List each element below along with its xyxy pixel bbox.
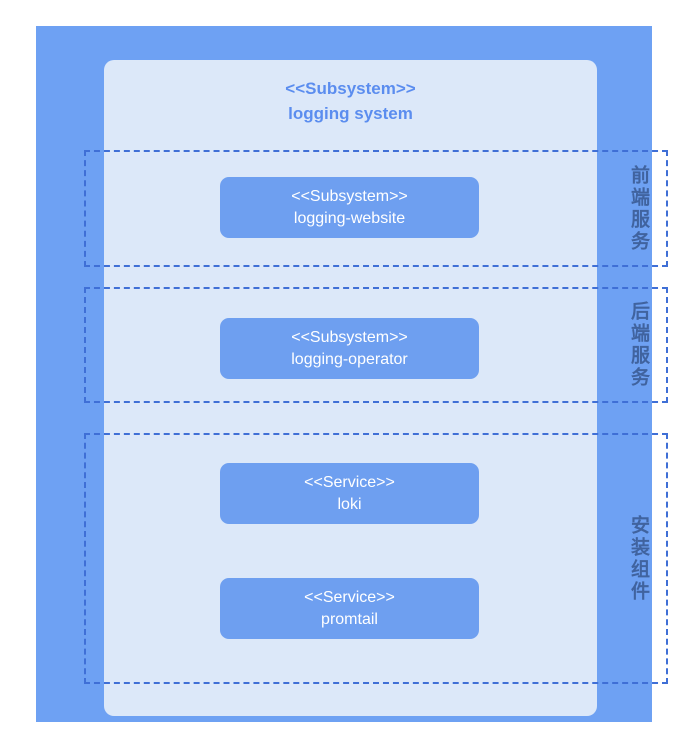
lane-components-label: 安装组件 <box>628 514 649 603</box>
node-logging-operator[interactable]: <<Subsystem>> logging-operator <box>220 318 479 379</box>
lane-components: 安装组件 <box>84 433 668 684</box>
system-title-stereotype: <<Subsystem>> <box>285 79 416 98</box>
node-loki[interactable]: <<Service>> loki <box>220 463 479 524</box>
lane-backend: 后端服务 <box>84 287 668 403</box>
node-promtail[interactable]: <<Service>> promtail <box>220 578 479 639</box>
node-logging-operator-name: logging-operator <box>291 350 408 368</box>
lane-frontend: 前端服务 <box>84 150 668 267</box>
subsystem-outer-container: <<Subsystem>> logging system 前端服务 后端服务 安… <box>36 26 668 722</box>
node-promtail-name: promtail <box>321 610 378 628</box>
node-logging-website-stereotype: <<Subsystem>> <box>291 187 408 205</box>
node-loki-name: loki <box>337 495 362 513</box>
node-logging-operator-stereotype: <<Subsystem>> <box>291 328 408 346</box>
node-logging-website[interactable]: <<Subsystem>> logging-website <box>220 177 479 238</box>
system-title-name: logging system <box>288 104 413 123</box>
lane-backend-label: 后端服务 <box>628 301 649 389</box>
node-logging-website-name: logging-website <box>293 209 406 227</box>
node-loki-stereotype: <<Service>> <box>304 473 395 491</box>
node-promtail-stereotype: <<Service>> <box>304 588 395 606</box>
system-title: <<Subsystem>> logging system <box>104 76 597 126</box>
lane-frontend-label: 前端服务 <box>628 164 649 253</box>
